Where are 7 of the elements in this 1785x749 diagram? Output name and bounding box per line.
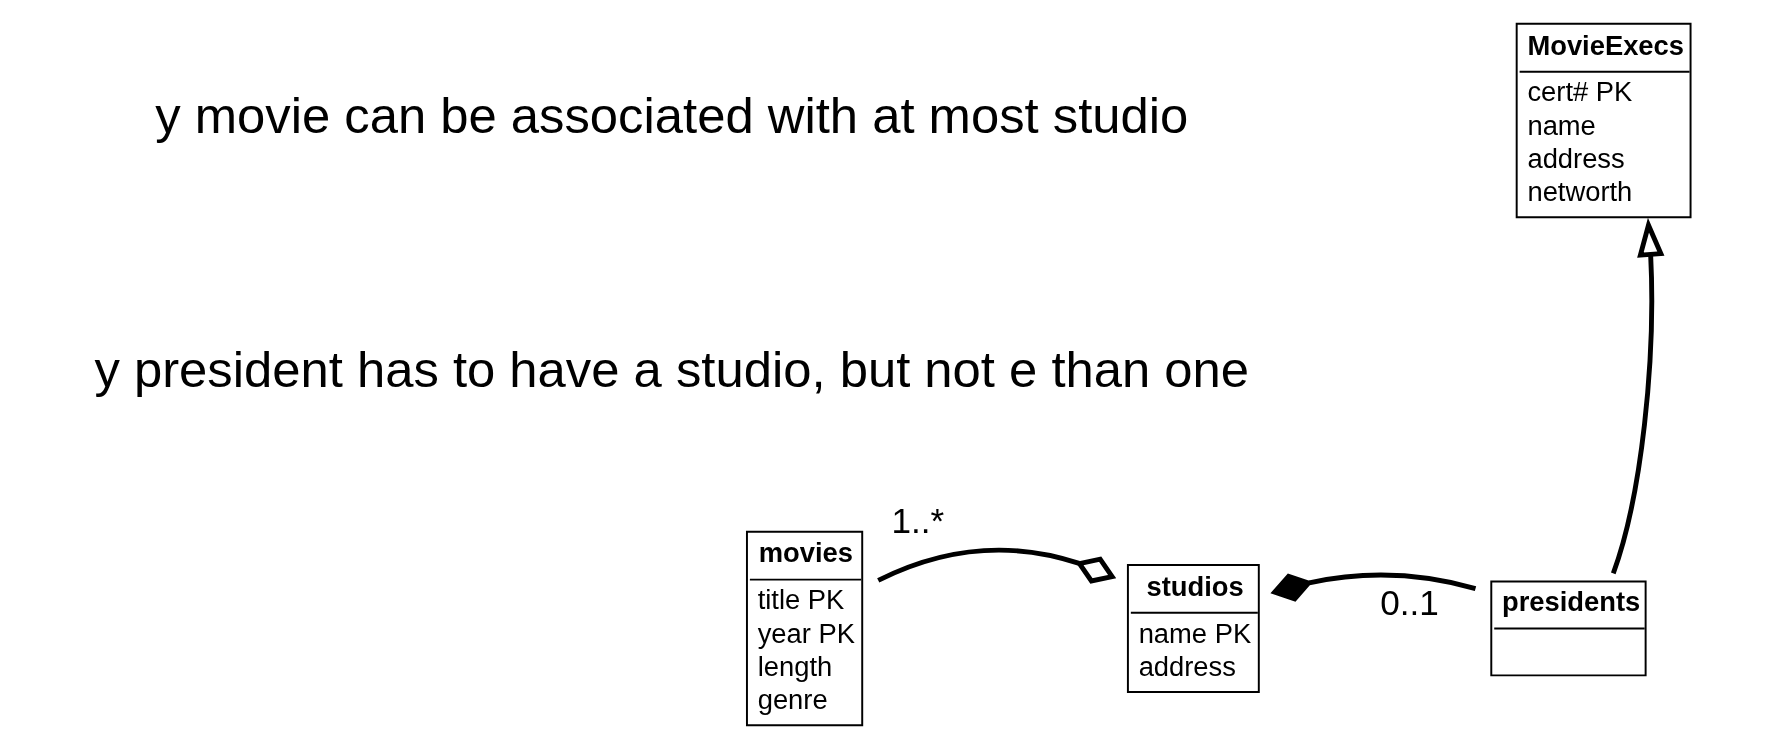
connector	[877, 547, 1117, 584]
connector	[1270, 572, 1477, 602]
arrow	[1610, 217, 1665, 575]
edge-label: 0..1	[1380, 583, 1439, 623]
label: y movie can be associated with at most studio	[155, 86, 1189, 144]
label: y president has to have a studio, but not e than one	[94, 340, 1250, 398]
edge-label: 1..*	[891, 501, 945, 541]
